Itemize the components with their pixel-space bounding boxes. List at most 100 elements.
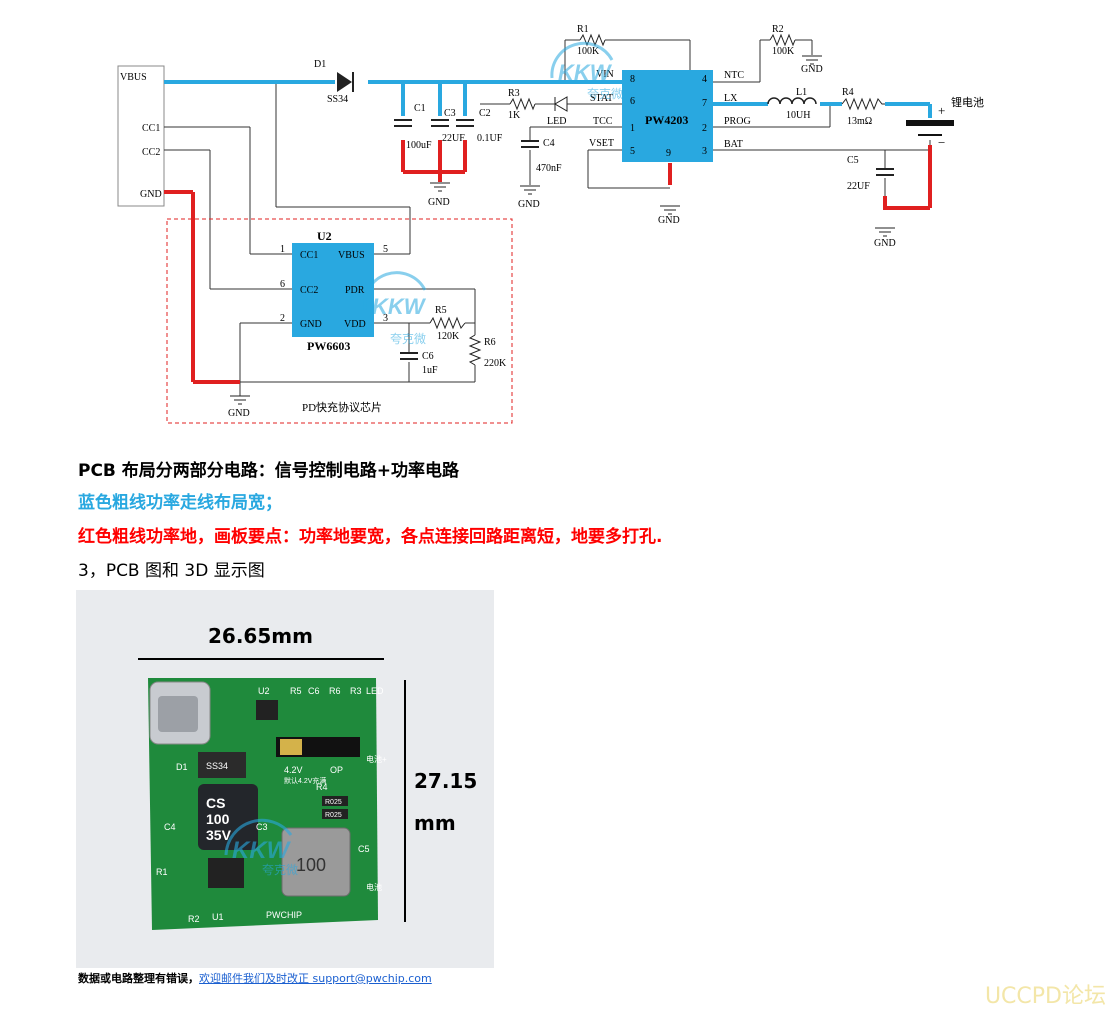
gnd-label-4: GND: [801, 64, 823, 75]
r4b-part: [322, 809, 348, 819]
chip-pw6603: [292, 243, 374, 337]
footer-text: 数据或电路整理有错误，: [78, 972, 199, 985]
pw4203-pin-tcc: TCC: [593, 116, 613, 127]
pin-vbus: VBUS: [120, 72, 147, 83]
pcb-label-c3: C3: [256, 822, 268, 832]
blue-power-traces: [164, 80, 932, 118]
c4-ref: C4: [543, 138, 555, 149]
red-ground-traces: [164, 140, 932, 384]
c5-value: 22UF: [847, 181, 870, 192]
pd-box: [166, 218, 513, 424]
c2-ref: C2: [479, 108, 491, 119]
c6-ref: C6: [422, 351, 434, 362]
footer-note: 数据或电路整理有错误，欢迎邮件我们及时改正 support@pwchip.com: [78, 970, 432, 986]
diode-d1: D1 SS34: [314, 59, 354, 105]
pw4203-pin-stat: STAT: [590, 93, 613, 104]
pcb-label-r5: R5: [290, 686, 302, 696]
battery-plus: +: [938, 103, 945, 118]
r6-ref: R6: [484, 337, 496, 348]
kkw-watermark-3: KKW 夸克微: [224, 818, 298, 877]
cap-text-cs: CS: [206, 795, 225, 811]
r6-value: 220K: [484, 358, 507, 369]
pcb-label-c4: C4: [164, 822, 176, 832]
pw4203-pin-prog: PROG: [724, 116, 751, 127]
inductor-l1: [767, 97, 817, 105]
r2-ref: R2: [772, 24, 784, 35]
pcb-label-r025b: R025: [325, 812, 342, 819]
l1-value: 10UH: [786, 110, 810, 121]
u2-pin-cc2: CC2: [300, 285, 318, 296]
inductor-text-100: 100: [296, 855, 326, 875]
pd-box-label: PD快充协议芯片: [302, 400, 382, 414]
pcb-label-op: OP: [330, 765, 343, 775]
r4a-part: [322, 796, 348, 806]
u2-pin-vbus: VBUS: [338, 250, 365, 261]
u2-pin-6: 6: [280, 279, 285, 290]
pcb-label-r4: R4: [316, 782, 328, 792]
watermark-text-1: 夸克微: [587, 87, 623, 101]
u2-pin-3: 3: [383, 313, 388, 324]
height-dimension-unit: mm: [414, 811, 456, 835]
pcb-label-d1: D1: [176, 762, 188, 772]
c3-value: 22UF: [442, 133, 465, 144]
pw4203-pin-9: 9: [666, 148, 671, 159]
pin-cc2: CC2: [142, 147, 160, 158]
svg-text:KKW: KKW: [372, 294, 427, 319]
pw4203-pin-vset: VSET: [589, 138, 614, 149]
c6-value: 1uF: [422, 365, 438, 376]
pw4203-pin-vin: VIN: [596, 69, 614, 80]
jumper-cap: [280, 739, 302, 755]
pw4203-pin-6: 6: [630, 96, 635, 107]
section-heading: 3，PCB 图和 3D 显示图: [78, 561, 265, 581]
pcb-label-4v2: 4.2V: [284, 765, 303, 775]
pw4203-pin-8: 8: [630, 74, 635, 85]
u2-pin-2: 2: [280, 313, 285, 324]
resistors: [429, 33, 885, 366]
footer-email-link[interactable]: 欢迎邮件我们及时改正 support@pwchip.com: [199, 972, 432, 985]
pcb-label-r1: R1: [156, 867, 168, 877]
pw4203-pin-4: 4: [702, 74, 707, 85]
pcb-label-bat: 电池: [366, 882, 382, 892]
site-watermark: UCCPD论坛: [984, 984, 1106, 1009]
pw4203-pin-5: 5: [630, 146, 635, 157]
r1-value: 100K: [577, 46, 600, 57]
width-dimension: 26.65mm: [208, 624, 313, 648]
c5-ref: C5: [847, 155, 859, 166]
pcb-photo: 26.65mm 27.15 mm D1 SS34 U2 R5 C6 R6 R3 …: [76, 590, 494, 968]
battery-label: 锂电池: [951, 95, 984, 109]
layout-note-blue: 蓝色粗线功率走线布局宽；: [78, 493, 282, 513]
pcb-label-u2: U2: [258, 686, 270, 696]
r5-ref: R5: [435, 305, 447, 316]
pcb-label-r025a: R025: [325, 799, 342, 806]
layout-note-1: PCB 布局分两部分电路：信号控制电路+功率电路: [78, 461, 460, 481]
u2-chip-part: [256, 700, 278, 720]
d1-ref: D1: [314, 59, 326, 70]
pcb-label-r2: R2: [188, 914, 200, 924]
usb-connector: [117, 65, 165, 207]
pcb-label-ss34: SS34: [206, 761, 228, 771]
r1-ref: R1: [577, 24, 589, 35]
pcb-label-default: 默认4.2V充满: [284, 776, 326, 785]
u2-name: PW6603: [307, 339, 350, 353]
pw4203-pin-1: 1: [630, 123, 635, 134]
svg-text:KKW: KKW: [232, 837, 292, 864]
svg-text:KKW: KKW: [558, 60, 613, 85]
gnd-symbols: [230, 55, 895, 405]
pw4203-name: PW4203: [645, 113, 688, 127]
kkw-watermark-2: KKW 夸克微: [363, 271, 427, 346]
pcb-label-c5: C5: [358, 844, 370, 854]
pw4203-pin-7: 7: [702, 98, 707, 109]
pw4203-pin-ntc: NTC: [724, 70, 744, 81]
gnd-label-2: GND: [518, 199, 540, 210]
gnd-label-6: GND: [228, 408, 250, 419]
diode-d1-part: [198, 752, 246, 778]
led-symbol: LED: [547, 96, 568, 127]
pin-cc1: CC1: [142, 123, 160, 134]
u2-pin-1: 1: [280, 244, 285, 255]
cap-text-35v: 35V: [206, 827, 232, 843]
u2-pin-vdd: VDD: [344, 319, 366, 330]
gnd-label-3: GND: [658, 215, 680, 226]
caps-input: [394, 119, 474, 127]
u2-pin-pdr: PDR: [345, 285, 365, 296]
pw4203-pin-3: 3: [702, 146, 707, 157]
